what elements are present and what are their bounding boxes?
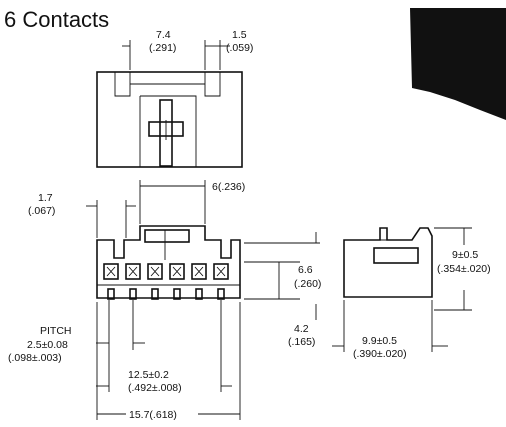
top-view [96, 71, 243, 168]
depth-inch-label: (.390±.020) [353, 348, 407, 360]
depth-label: 9.9±0.5 [362, 335, 397, 347]
top-gap-inch-label: (.059) [226, 42, 253, 54]
total-height-inch-label: (.354±.020) [437, 263, 491, 275]
pin-length-label: 4.2 [294, 323, 309, 335]
top-gap-label: 1.5 [232, 29, 247, 41]
front-view [96, 225, 241, 300]
body-height-label: 6.6 [298, 264, 313, 276]
top-width-label: 7.4 [156, 29, 171, 41]
pitch-heading: PITCH [40, 325, 72, 337]
photo-fragment [410, 8, 506, 120]
overall-width-label: 15.7(.618) [129, 409, 177, 421]
body-height-inch-label: (.260) [294, 278, 321, 290]
span-label: 12.5±0.2 [128, 369, 169, 381]
span-inch-label: (.492±.008) [128, 382, 182, 394]
total-height-label: 9±0.5 [452, 249, 478, 261]
pin-row [107, 288, 225, 300]
pitch-inch-label: (.098±.003) [8, 352, 62, 364]
front-view-dimensions: 6(.236) 1.7 (.067) 6.6 (.260) 4.2 (.165)… [8, 180, 321, 421]
side-view [343, 227, 433, 298]
wall-inch-label: (.067) [28, 205, 55, 217]
pitch-label: 2.5±0.08 [27, 339, 68, 351]
top-view-dimensions: 7.4 (.291) 1.5 (.059) [122, 29, 253, 70]
key-width-label: 6(.236) [212, 181, 245, 193]
top-width-inch-label: (.291) [149, 42, 176, 54]
wall-label: 1.7 [38, 192, 53, 204]
pin-length-inch-label: (.165) [288, 336, 315, 348]
side-view-dimensions: 9±0.5 (.354±.020) 9.9±0.5 (.390±.020) [332, 227, 491, 360]
diagram-title: 6 Contacts [4, 7, 109, 32]
contact-row [103, 263, 229, 280]
